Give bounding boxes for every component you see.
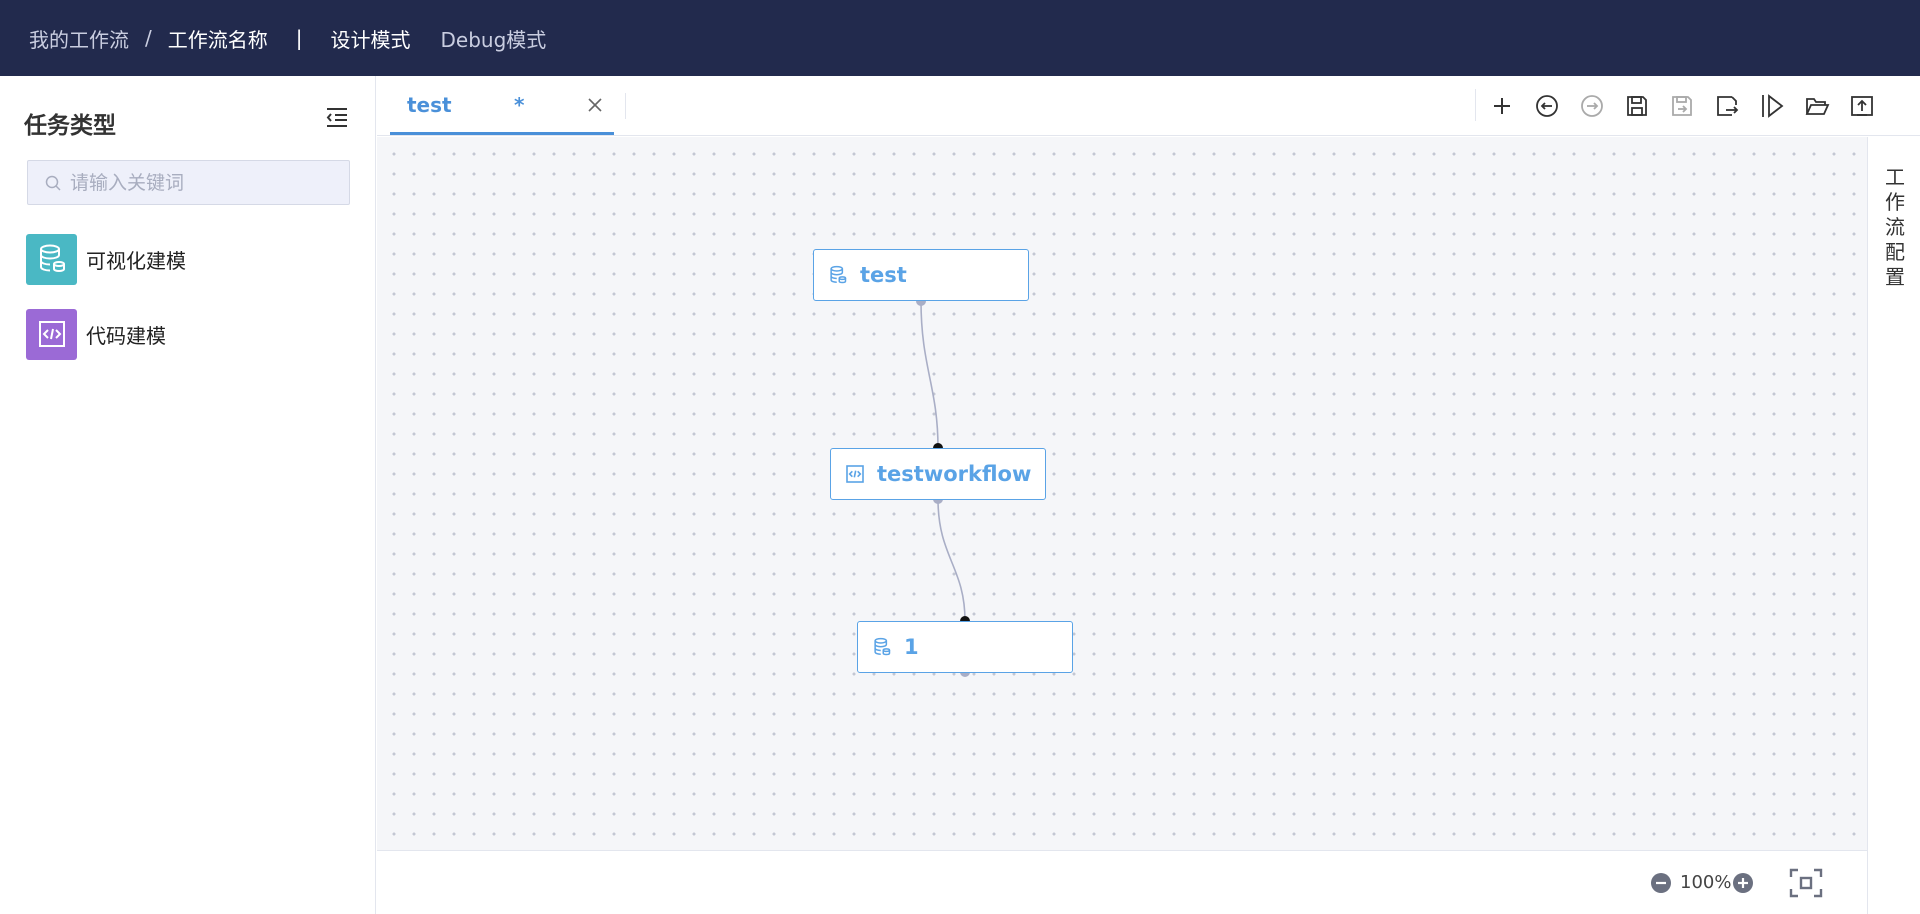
upload-icon[interactable] — [1849, 93, 1875, 119]
tab-label: test — [407, 93, 452, 117]
search-input[interactable] — [70, 171, 340, 194]
open-folder-icon[interactable] — [1804, 93, 1830, 119]
task-item-code-modeling[interactable]: 代码建模 — [26, 308, 326, 360]
plus-icon[interactable] — [1489, 93, 1515, 119]
task-item-label: 可视化建模 — [86, 248, 186, 273]
workflow-canvas[interactable]: test testworkflow 1 — [377, 137, 1867, 850]
toolbar-divider — [1475, 89, 1476, 121]
code-icon — [846, 465, 864, 483]
workflow-node-testworkflow[interactable]: testworkflow — [830, 448, 1046, 500]
design-mode-tab[interactable]: 设计模式 — [330, 27, 411, 52]
task-item-visual-modeling[interactable]: 可视化建模 — [26, 233, 326, 285]
edge-testworkflow-to-1 — [937, 498, 966, 622]
breadcrumb-separator: / — [145, 26, 152, 50]
zoom-bar: 100% — [377, 850, 1867, 914]
database-stack-icon — [874, 637, 891, 656]
sidebar-title: 任务类型 — [24, 113, 116, 139]
save-icon[interactable] — [1624, 93, 1650, 119]
code-icon — [26, 308, 77, 360]
node-label: test — [860, 263, 907, 287]
node-label: testworkflow — [877, 462, 1032, 486]
database-stack-icon — [830, 265, 847, 284]
search-box — [27, 160, 350, 205]
tab-test[interactable]: test * — [390, 76, 614, 135]
tab-divider — [625, 93, 626, 119]
save-as-icon[interactable] — [1669, 93, 1695, 119]
breadcrumb-current: 工作流名称 — [167, 27, 268, 52]
workflow-node-test[interactable]: test — [813, 249, 1029, 301]
edge-test-to-testworkflow — [920, 300, 939, 449]
fit-to-screen-icon[interactable] — [1789, 868, 1823, 898]
config-panel-label: 工作流配置 — [1885, 165, 1905, 289]
workflow-node-1[interactable]: 1 — [857, 621, 1073, 673]
unsaved-marker: * — [514, 93, 525, 117]
run-icon[interactable] — [1759, 93, 1785, 119]
mode-divider: | — [295, 26, 303, 50]
edge-layer — [916, 296, 970, 677]
top-nav-bar: 我的工作流 / 工作流名称 | 设计模式 Debug模式 — [0, 0, 1920, 76]
editor-tabstrip: test * — [377, 76, 1920, 136]
database-stack-icon — [26, 233, 77, 285]
redo-icon[interactable] — [1579, 93, 1605, 119]
undo-icon[interactable] — [1534, 93, 1560, 119]
breadcrumb-root[interactable]: 我的工作流 — [29, 27, 129, 52]
zoom-in-icon[interactable] — [1732, 872, 1754, 894]
task-type-sidebar: 任务类型 — [0, 76, 376, 914]
zoom-level: 100% — [1680, 872, 1732, 893]
collapse-sidebar-icon[interactable] — [324, 104, 350, 130]
debug-mode-tab[interactable]: Debug模式 — [440, 27, 547, 52]
export-icon[interactable] — [1714, 93, 1740, 119]
workflow-config-panel-toggle[interactable]: 工作流配置 — [1867, 137, 1920, 914]
zoom-out-icon[interactable] — [1650, 872, 1672, 894]
node-label: 1 — [904, 635, 919, 659]
task-item-label: 代码建模 — [86, 323, 166, 348]
close-icon[interactable] — [585, 95, 605, 115]
search-icon — [45, 175, 61, 191]
